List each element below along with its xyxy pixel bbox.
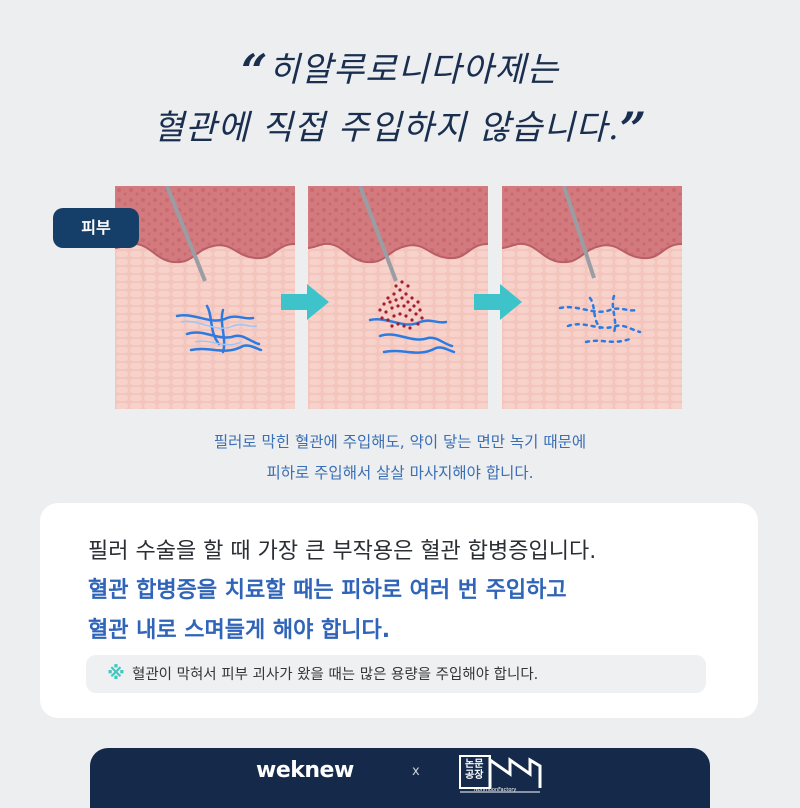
partner-line-1: 논문 (465, 759, 484, 770)
partner-line-2: 공장 (465, 770, 484, 781)
note-box: ※ 혈관이 막혀서 피부 괴사가 왔을 때는 많은 용량을 주입해야 합니다. (86, 655, 706, 693)
card-highlight-line-1: 혈관 합병증을 치료할 때는 피하로 여러 번 주입하고 (88, 578, 567, 603)
arrow-right-icon (474, 284, 522, 320)
skin-illustration-injection (308, 186, 488, 409)
partner-subtext: NonmoonFactory (474, 787, 517, 793)
skin-illustration-dissolved (502, 186, 682, 409)
collab-x: x (412, 764, 420, 779)
card-text-line-1: 필러 수술을 할 때 가장 큰 부작용은 혈관 합병증입니다. (88, 539, 597, 564)
weknew-logo: weknew (256, 758, 354, 783)
factory-logo-icon (459, 755, 542, 793)
info-card: 필러 수술을 할 때 가장 큰 부작용은 혈관 합병증입니다. 혈관 합병증을 … (40, 503, 758, 718)
headline-line-2: 혈관에 직접 주입하지 않습니다.” (0, 100, 800, 156)
arrow-right-icon (281, 284, 329, 320)
headline-text-1: 히알루로니다아제는 (268, 50, 559, 90)
figure-caption-line-1: 필러로 막힌 혈관에 주입해도, 약이 닿는 면만 녹기 때문에 (213, 433, 587, 451)
figure-caption-line-2: 피하로 주입해서 살살 마사지해야 합니다. (266, 464, 534, 482)
close-quote: ” (619, 102, 648, 156)
headline-line-1: “히알루로니다아제는 (0, 42, 800, 98)
note-text: 혈관이 막혀서 피부 괴사가 왔을 때는 많은 용량을 주입해야 합니다. (132, 667, 539, 683)
open-quote: “ (241, 44, 269, 98)
partner-text: 논문 공장 (465, 759, 483, 781)
card-highlight-line-2: 혈관 내로 스며들게 해야 합니다. (88, 618, 391, 643)
footer-bar: weknew x 논문 공장 NonmoonFactory (90, 748, 710, 808)
headline-text-2: 혈관에 직접 주입하지 않습니다. (152, 108, 620, 148)
skin-label: 피부 (53, 208, 139, 248)
reference-mark-icon: ※ (107, 663, 125, 684)
skin-illustration-before (115, 186, 295, 409)
nonmoon-factory-logo: 논문 공장 NonmoonFactory (452, 752, 548, 800)
